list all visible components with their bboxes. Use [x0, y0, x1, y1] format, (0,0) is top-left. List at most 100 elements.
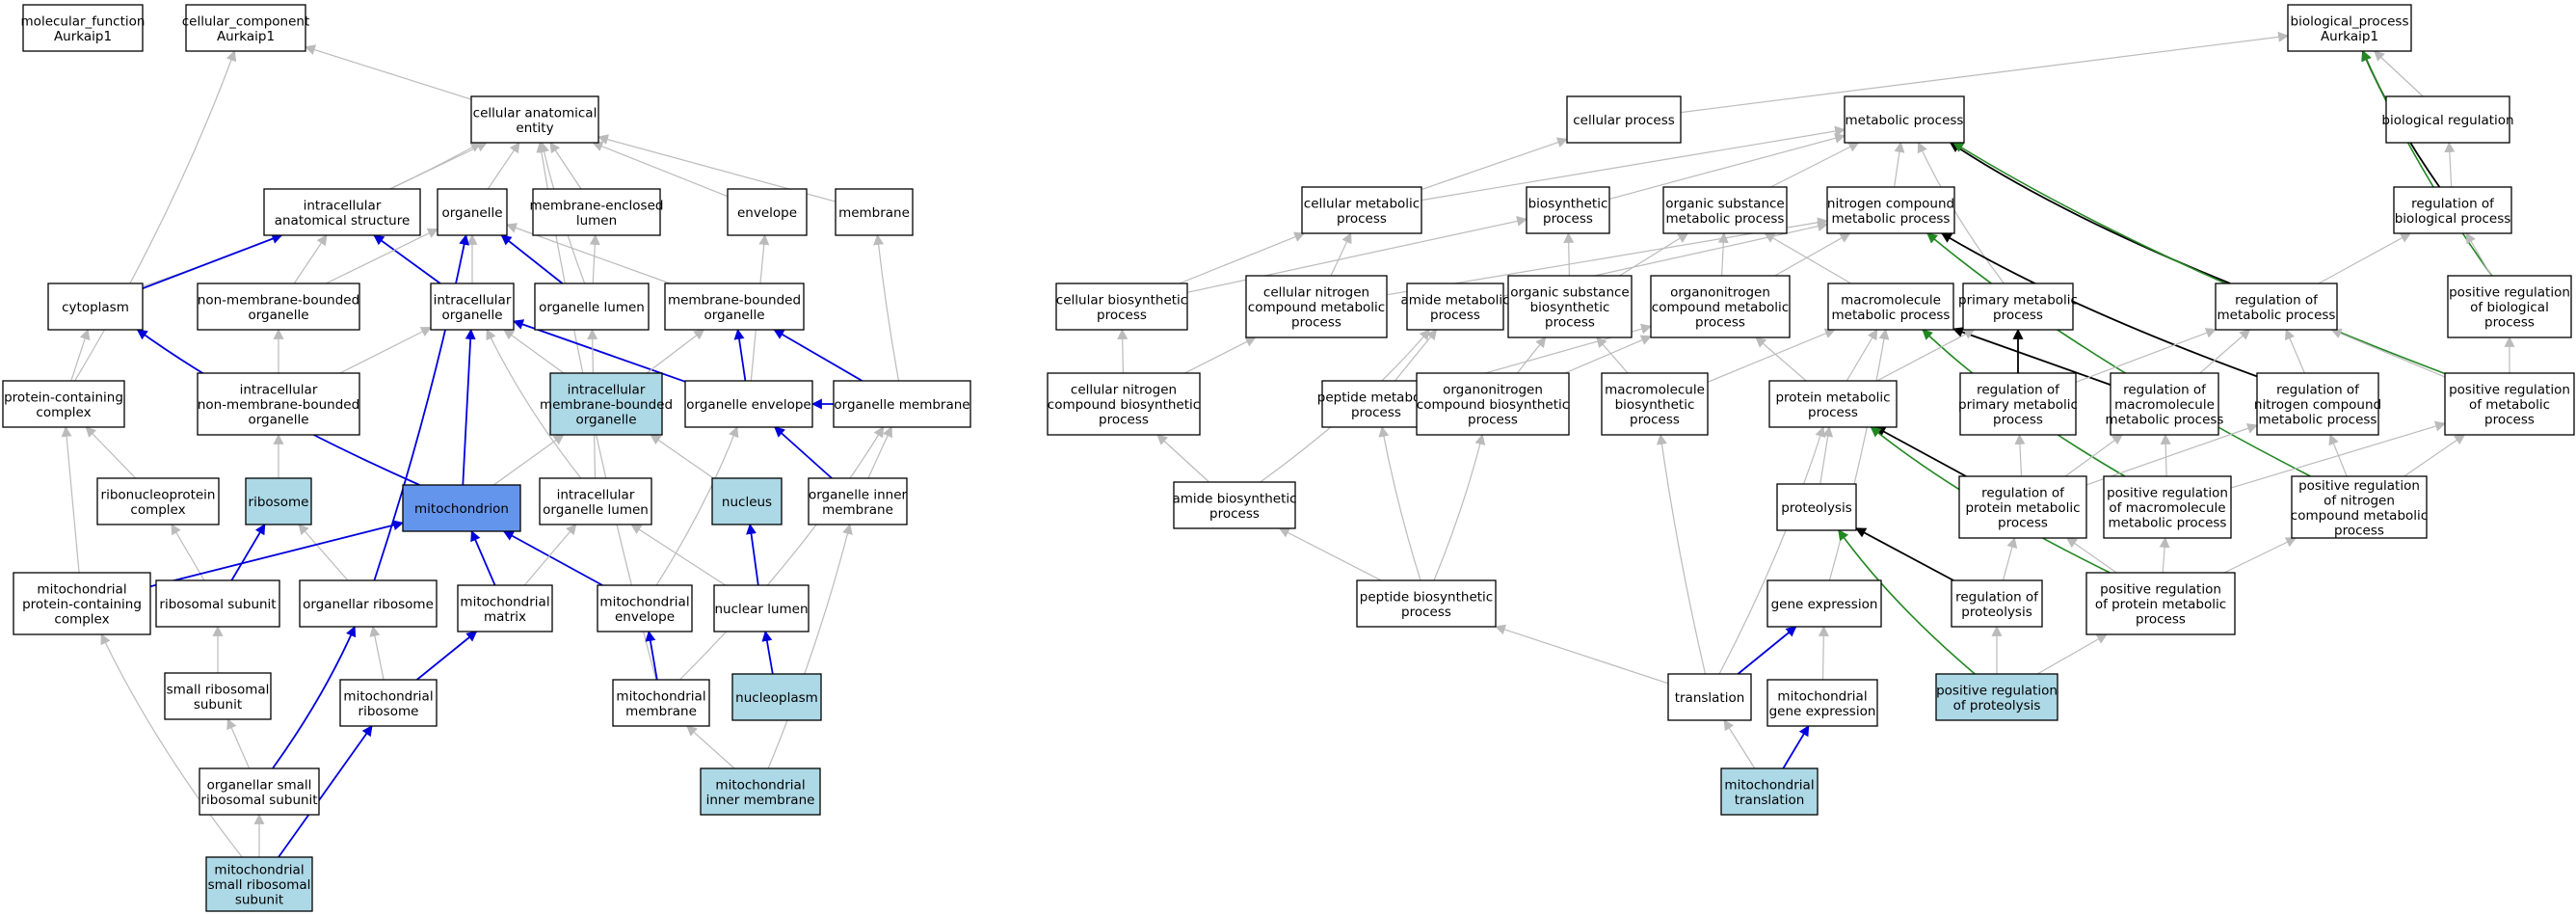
- node-box: [470, 95, 599, 144]
- edge-is-a: [1723, 719, 1756, 769]
- node-nuc[interactable]: nucleus: [711, 477, 783, 525]
- edge-is-a: [1876, 329, 1976, 382]
- node-rib[interactable]: ribosome: [245, 477, 312, 525]
- node-np[interactable]: nucleoplasm: [731, 673, 822, 721]
- node-orib[interactable]: organellar ribosome: [299, 579, 438, 628]
- node-box: [1356, 579, 1497, 628]
- node-box: [1827, 283, 1954, 331]
- node-box: [731, 673, 822, 721]
- node-box: [1768, 380, 1898, 428]
- node-rsu[interactable]: ribosomal subunit: [155, 579, 280, 628]
- edge-is-a: [655, 425, 739, 586]
- node-mp[interactable]: metabolic process: [1844, 95, 1965, 144]
- edge-is-a: [1494, 624, 1669, 685]
- node-nl[interactable]: nuclear lumen: [713, 584, 810, 632]
- edge-regulates: [1952, 327, 2111, 386]
- edge-is-a: [1755, 336, 1807, 382]
- node-box: [96, 477, 220, 525]
- edge-is-a: [1608, 132, 1846, 200]
- node-oe[interactable]: organelle envelope: [684, 380, 813, 428]
- edge-is-a: [867, 425, 892, 479]
- node-ol[interactable]: organelle lumen: [534, 283, 650, 331]
- node-breg[interactable]: biological regulation: [2381, 95, 2514, 144]
- node-env[interactable]: envelope: [727, 188, 808, 236]
- edge-is-a: [1846, 329, 1878, 382]
- node-mem[interactable]: membrane: [835, 188, 914, 236]
- node-cyt[interactable]: cytoplasm: [47, 283, 144, 331]
- node-gexp[interactable]: gene expression: [1766, 579, 1882, 628]
- node-om[interactable]: organelle membrane: [833, 380, 971, 428]
- node-org[interactable]: organelle: [437, 188, 508, 236]
- node-proteo[interactable]: proteolysis: [1776, 483, 1857, 531]
- node-transl[interactable]: translation: [1667, 673, 1752, 721]
- edge-is-a: [1179, 231, 1306, 284]
- edge-is-a: [298, 524, 349, 581]
- node-cp[interactable]: cellular process: [1566, 95, 1682, 144]
- node-box: [185, 4, 306, 52]
- node-mito[interactable]: mitochondrion: [402, 484, 521, 532]
- node-box: [612, 679, 710, 727]
